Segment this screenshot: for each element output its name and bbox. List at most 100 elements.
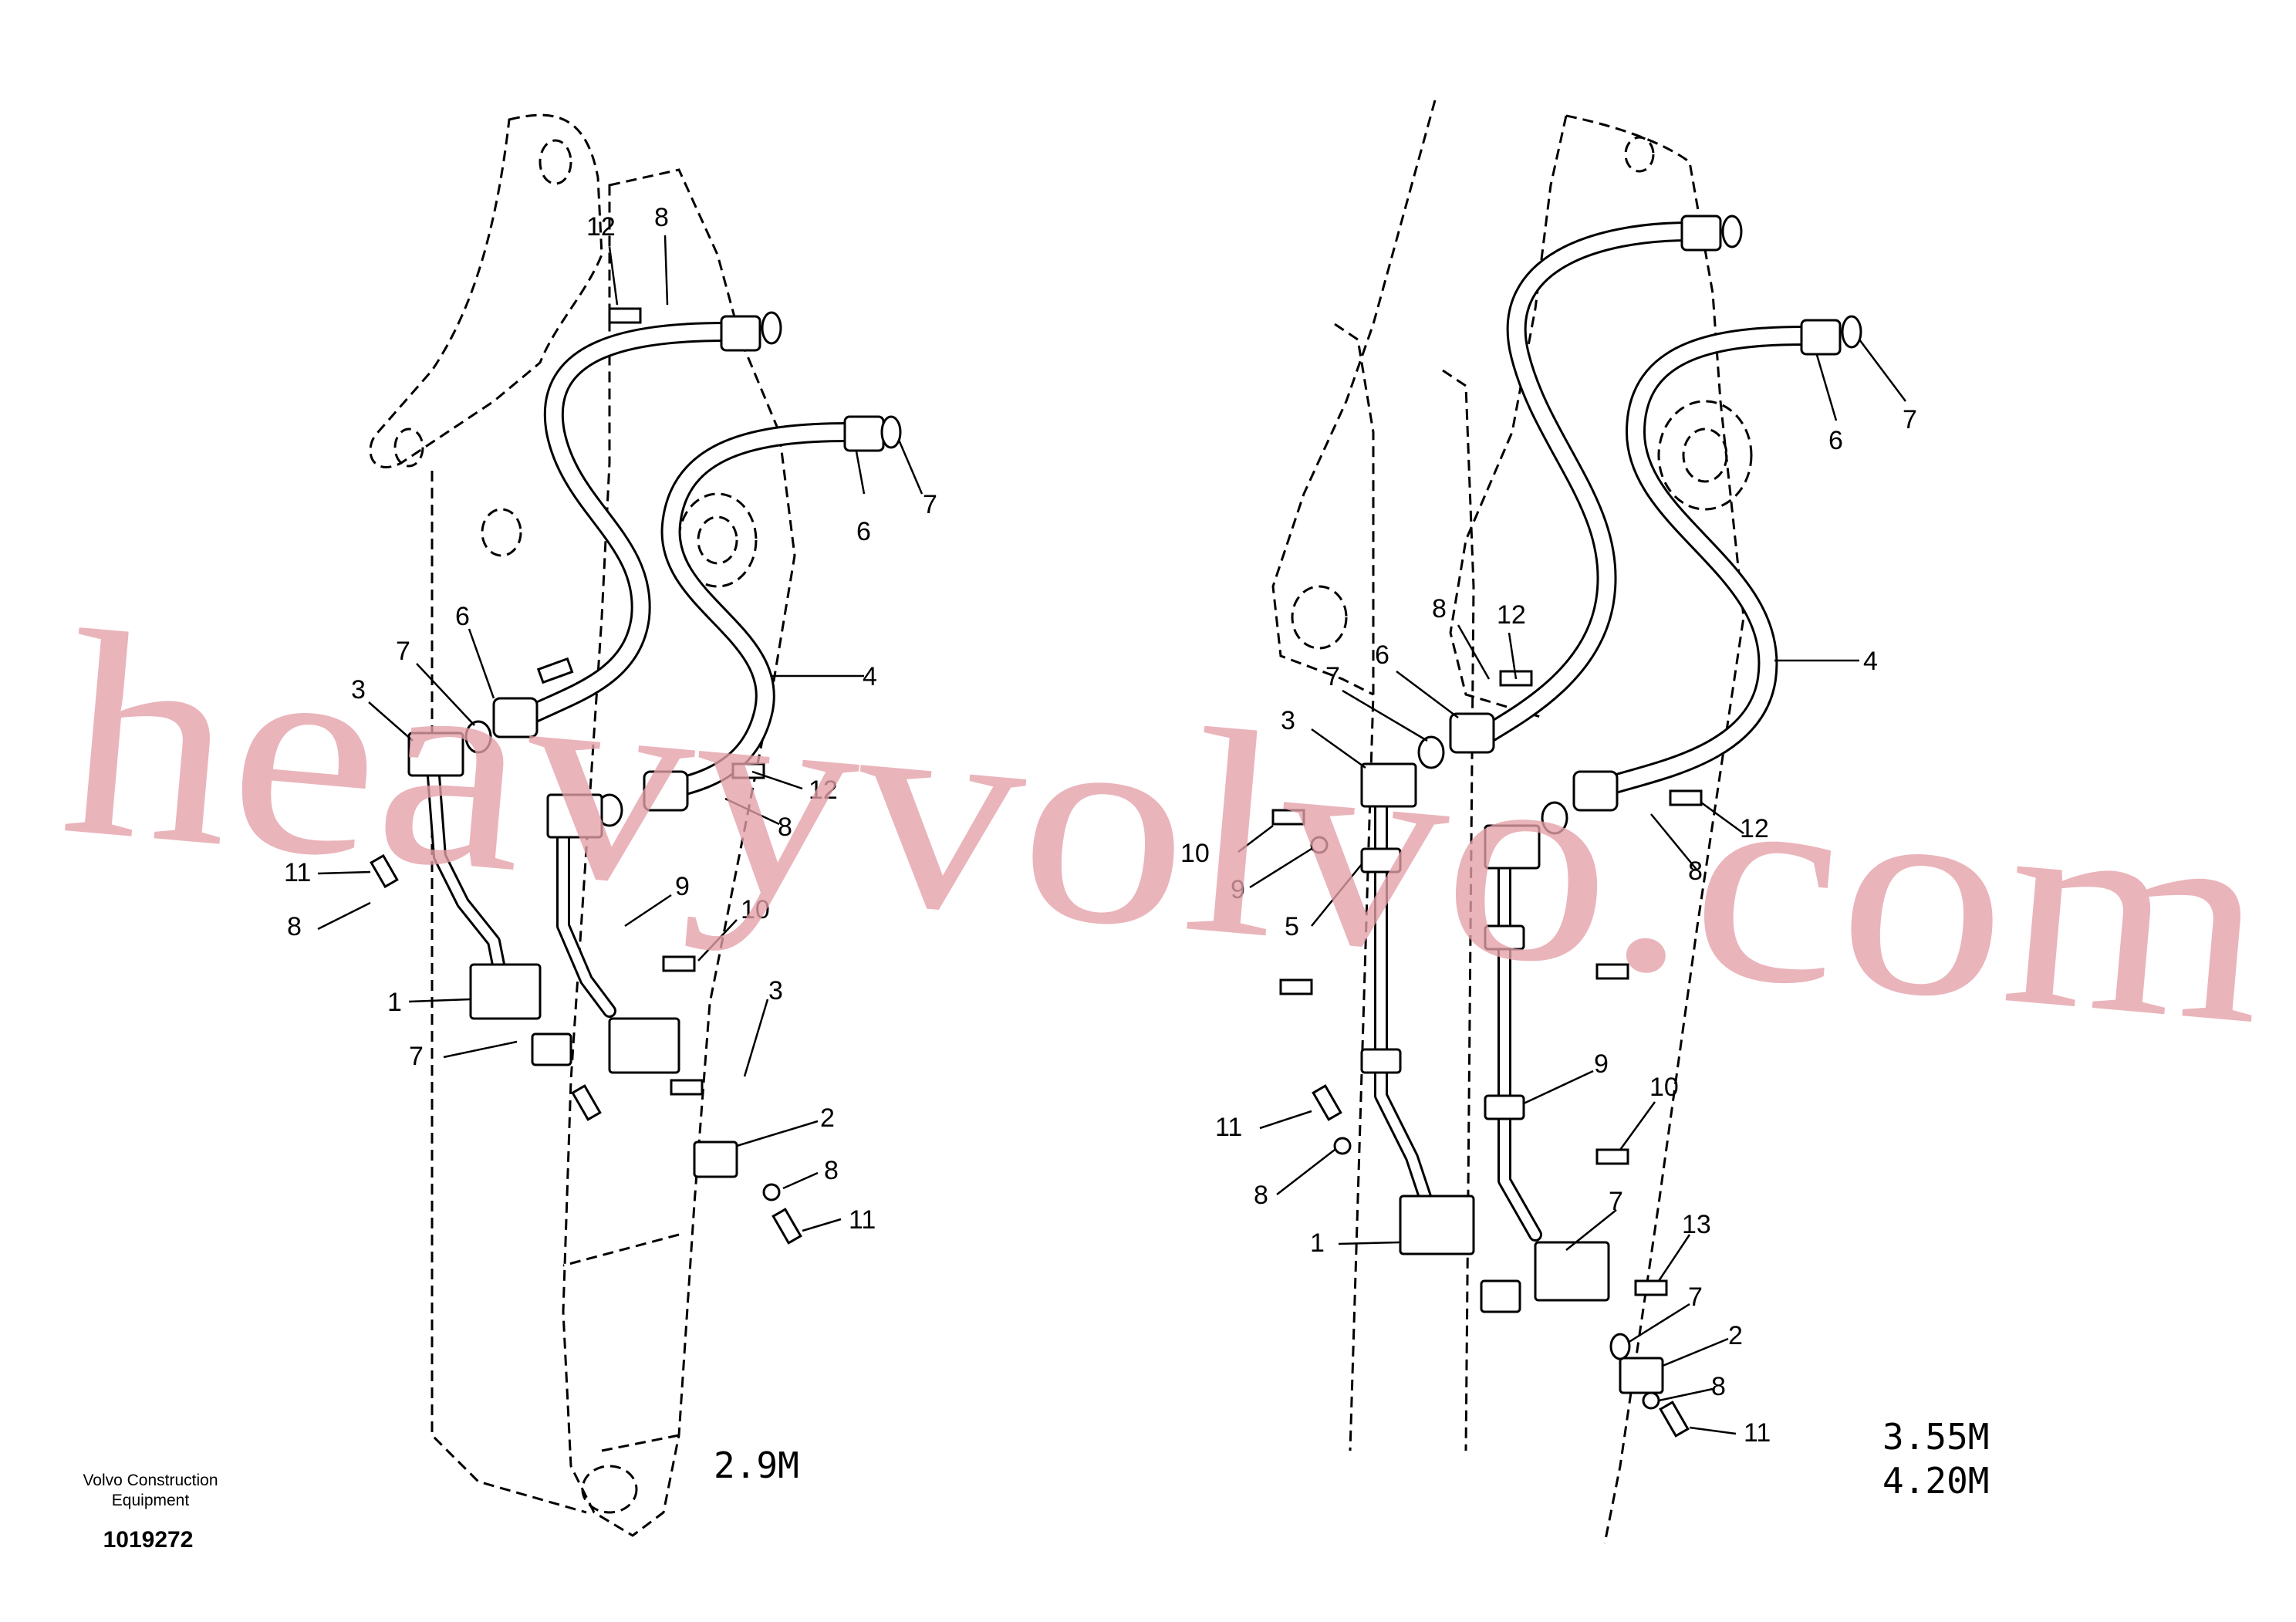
right-bolt-12-mid [1669, 789, 1703, 806]
right-bracket-3b [1484, 824, 1541, 870]
right-boom-rail-a [1334, 323, 1375, 1451]
right-callout-10-low: 10 [1649, 1073, 1679, 1102]
left-bolt-12-mid [731, 762, 765, 779]
left-callout-2: 2 [820, 1103, 835, 1133]
right-callout-8-mid: 8 [1688, 857, 1703, 886]
right-bolt-11-bottom [1659, 1401, 1690, 1438]
right-oring-top-b [1841, 315, 1862, 349]
left-top-hole [539, 139, 572, 185]
right-block-1b [1534, 1241, 1610, 1302]
footer-block: Volvo Construction Equipment 1019272 [83, 1472, 218, 1553]
left-callout-7-top: 7 [923, 490, 937, 519]
left-block-1 [469, 963, 542, 1020]
left-bolt-11b [772, 1208, 802, 1245]
left-variant-label: 2.9M [714, 1445, 799, 1486]
left-callout-6-mid: 6 [455, 602, 470, 631]
left-oring-top-b [880, 415, 902, 449]
right-callout-8-low: 8 [1254, 1181, 1268, 1210]
right-hose-a-top-fitting [1680, 215, 1722, 252]
right-callout-7-bottom: 7 [1688, 1282, 1703, 1312]
left-callout-1: 1 [387, 988, 402, 1017]
left-bracket-3b [546, 793, 603, 839]
right-callout-11-mid: 11 [1215, 1113, 1242, 1142]
right-flange-2 [1619, 1357, 1664, 1394]
left-block-1b [608, 1017, 680, 1074]
right-callout-4: 4 [1863, 647, 1878, 676]
left-callout-11-top: 11 [284, 858, 311, 887]
left-bolt-11 [370, 853, 399, 889]
left-callout-6-top: 6 [856, 517, 871, 546]
right-callout-9-top: 9 [1231, 875, 1245, 904]
company-name-line1: Volvo Construction [83, 1472, 218, 1489]
right-callout-8-bottom: 8 [1711, 1372, 1726, 1401]
right-top-hole [1624, 136, 1655, 173]
right-variant-label-2: 4.20M [1882, 1460, 1989, 1502]
left-leaders [317, 235, 923, 1232]
left-hose-b-bottom-fitting [643, 770, 689, 812]
left-hose-a-bottom-fitting [492, 697, 539, 738]
right-callout-3-mid: 3 [1281, 706, 1295, 735]
right-hose-a-bottom-fitting [1449, 712, 1495, 754]
left-boom-side [430, 471, 680, 1514]
company-name-line2: Equipment [112, 1492, 190, 1509]
right-bolt-10-left [1271, 809, 1305, 826]
left-callout-10: 10 [741, 895, 770, 924]
left-callout-11-bottom: 11 [849, 1205, 876, 1235]
right-bolt-left-mid [1279, 978, 1313, 995]
right-washer-9 [1310, 836, 1329, 854]
left-callout-7-low: 7 [409, 1042, 424, 1071]
left-arm-outline [369, 113, 603, 468]
right-callout-7-low: 7 [1609, 1187, 1623, 1216]
right-callout-12-mid: 12 [1740, 814, 1769, 843]
right-bolt-11-mid [1312, 1084, 1342, 1121]
right-big-hole-inner [1682, 427, 1728, 483]
right-clamp-lower [1360, 1048, 1402, 1074]
left-callout-7-mid: 7 [396, 637, 410, 666]
left-hose-b-top-fitting [843, 415, 885, 452]
left-bolt-lower [571, 1084, 602, 1121]
left-bracket-3 [407, 732, 464, 777]
right-hose-b-bottom-fitting [1572, 770, 1619, 812]
left-mid-hole [481, 508, 522, 557]
right-bracket-3 [1360, 762, 1417, 808]
right-boom-rail-b [1442, 369, 1475, 1451]
right-callout-6-top: 6 [1828, 426, 1843, 455]
right-arm-outline-2 [1565, 114, 1745, 1544]
left-bolt-10 [662, 955, 696, 972]
right-clamp-9 [1484, 1094, 1525, 1120]
right-hose-b-top-fitting [1800, 319, 1842, 356]
left-bolt-6 [536, 657, 574, 684]
left-flange-2a [531, 1032, 572, 1066]
left-callout-9: 9 [675, 872, 690, 901]
right-assembly: 6 7 12 8 6 7 3 4 10 9 12 8 5 9 10 11 8 7… [1180, 100, 1989, 1544]
right-callout-7-top: 7 [1903, 405, 1917, 434]
left-flange-2 [693, 1140, 738, 1178]
right-callout-1: 1 [1310, 1228, 1325, 1258]
left-pin-hole [393, 427, 424, 468]
right-callout-7-mid: 7 [1325, 662, 1340, 691]
right-block-1 [1399, 1195, 1475, 1255]
left-washer-8 [762, 1183, 781, 1201]
right-callout-9-low: 9 [1594, 1049, 1609, 1079]
left-big-hole [677, 492, 758, 588]
right-callout-2: 2 [1728, 1321, 1743, 1350]
left-bolt-13 [670, 1079, 704, 1096]
right-callout-11-bottom: 11 [1744, 1418, 1771, 1448]
right-clamp-9a [1484, 924, 1525, 951]
right-washer-8-mid [1333, 1137, 1352, 1155]
diagram-reference-number: 1019272 [103, 1527, 194, 1553]
left-callout-12-mid: 12 [809, 776, 838, 805]
right-bolt-right-mid [1595, 963, 1629, 980]
right-callout-6-mid: 6 [1375, 640, 1389, 670]
left-callout-8-bottom: 8 [824, 1156, 839, 1185]
left-big-hole-inner [697, 515, 738, 565]
left-hose-a-top-fitting [720, 315, 761, 352]
left-callout-8-top: 8 [654, 203, 669, 232]
left-oring-bottom-a [464, 720, 492, 754]
left-callout-4: 4 [863, 662, 877, 691]
right-callout-8-top: 8 [1432, 594, 1447, 623]
right-leaders [1237, 339, 1906, 1435]
right-arm-outline-3 [1449, 115, 1568, 719]
right-bolt-10-right [1595, 1148, 1629, 1165]
